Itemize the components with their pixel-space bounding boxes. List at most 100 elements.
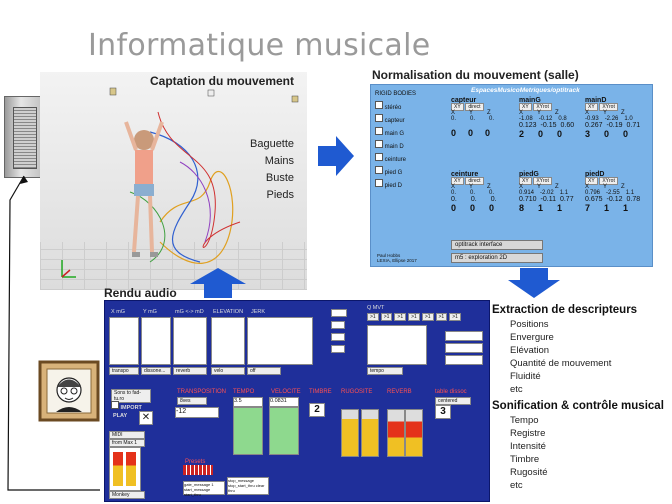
velocite-slider[interactable]	[269, 407, 299, 455]
group-name: mainG	[519, 97, 541, 104]
value: 1	[604, 203, 610, 213]
rigid-body-checkbox[interactable]	[375, 127, 383, 135]
q-button[interactable]: >1	[421, 313, 434, 321]
param-input[interactable]	[331, 321, 345, 329]
preset-message-box[interactable]: gate_message 1 start_message start_thru	[183, 481, 225, 497]
mode-select[interactable]: direct	[465, 103, 484, 111]
value: 0.	[470, 196, 477, 203]
rigid-body-item[interactable]: main G	[375, 127, 406, 140]
reverb-select[interactable]: reverb	[173, 367, 207, 375]
preset-message-box[interactable]: stop_message stop_start_thru clear thru	[227, 477, 269, 495]
rigid-body-checkbox[interactable]	[375, 166, 383, 174]
value: 0.60	[560, 122, 575, 129]
rigid-body-checkbox[interactable]	[375, 179, 383, 187]
mode-select[interactable]: XY	[585, 103, 598, 111]
dissoc-mode-select[interactable]: centered	[435, 397, 471, 405]
q-button[interactable]: >1	[394, 313, 407, 321]
file-select[interactable]: Sons to fad-tu.ro	[111, 389, 151, 403]
param-input[interactable]	[445, 355, 483, 365]
tempo-value[interactable]: 3.5	[233, 397, 263, 407]
param-input[interactable]	[331, 345, 345, 353]
mode-select[interactable]: XYrot	[599, 103, 618, 111]
tempo-slider[interactable]	[233, 407, 263, 455]
x-mg-label: X mG	[111, 309, 126, 315]
jerk-display	[247, 317, 313, 365]
value: 0.77	[559, 196, 574, 203]
rigid-body-item[interactable]: ceinture	[375, 153, 406, 166]
value: 0	[451, 128, 457, 138]
rigid-body-checkbox[interactable]	[375, 101, 383, 109]
mode-select[interactable]: XYrot	[599, 177, 618, 185]
q-button[interactable]: >1	[449, 313, 461, 321]
value: 8	[519, 203, 525, 213]
presets-grid[interactable]	[183, 465, 213, 475]
value: 0.	[451, 196, 457, 203]
mode-select[interactable]: XY	[519, 103, 532, 111]
extraction-item: Envergure	[510, 332, 554, 343]
rigid-body-checkbox[interactable]	[375, 153, 383, 161]
param-input[interactable]	[331, 309, 347, 317]
q-button[interactable]: >1	[380, 313, 393, 321]
arrow-right-icon	[318, 136, 354, 176]
normalisation-subtitle: EspacesMusicoMetriques/optitrack	[471, 87, 580, 94]
mode-select[interactable]: XY	[585, 177, 598, 185]
value: -0.11	[540, 196, 556, 203]
transpo-select[interactable]: transpo	[109, 367, 139, 375]
rugosite-slider[interactable]	[341, 409, 359, 457]
rigid-body-item[interactable]: capteur	[375, 114, 406, 127]
param-input[interactable]	[331, 333, 345, 341]
transpo-mode-select[interactable]: 8ves	[177, 397, 207, 405]
mode-select[interactable]: XY	[451, 103, 464, 111]
mode-select[interactable]: XYrot	[533, 177, 552, 185]
rugosite-volume-slider[interactable]	[361, 409, 379, 457]
import-checkbox[interactable]	[111, 401, 119, 409]
midi-source-select[interactable]: from Max 1	[109, 439, 145, 447]
value: 0.78	[626, 196, 641, 203]
optitrack-interface-button[interactable]: optitrack interface	[451, 240, 543, 250]
q-button[interactable]: >1	[367, 313, 379, 321]
velocite-value[interactable]: 0.0831	[269, 397, 299, 407]
play-toggle[interactable]: ✕	[139, 411, 153, 425]
reverb-volume-slider[interactable]	[405, 409, 423, 457]
param-input[interactable]	[445, 331, 483, 341]
value: 0	[451, 203, 457, 213]
rigid-body-item[interactable]: pied G	[375, 166, 406, 179]
transpo-value[interactable]: -12	[175, 407, 219, 418]
jerk-select[interactable]: off	[247, 367, 281, 375]
y-mg-display	[141, 317, 171, 365]
speaker-grille	[13, 107, 37, 169]
rigid-body-checkbox[interactable]	[375, 140, 383, 148]
q-button[interactable]: >1	[408, 313, 420, 321]
import-row: IMPORT	[111, 401, 142, 411]
mode-exploration-select[interactable]: m5 : exploration 2D	[451, 253, 543, 263]
rigid-body-item[interactable]: main D	[375, 140, 406, 153]
value: 2	[519, 129, 525, 139]
reverb-slider[interactable]	[387, 409, 405, 457]
dissoc-value[interactable]: 3	[435, 405, 451, 419]
arrow-down-icon	[508, 268, 560, 298]
table-dissoc-label: table dissoc	[435, 389, 467, 395]
play-label: PLAY	[113, 413, 128, 419]
param-input[interactable]	[445, 343, 483, 353]
dissonance-select[interactable]: dissone...	[141, 367, 171, 375]
q-button[interactable]: >1	[435, 313, 448, 321]
mode-select[interactable]: XYrot	[533, 103, 552, 111]
value: 7	[585, 203, 591, 213]
mode-select[interactable]: XY	[451, 177, 464, 185]
tempo-select[interactable]: tempo	[367, 367, 403, 375]
mode-select[interactable]: direct	[465, 177, 484, 185]
monkey-select[interactable]: Monkey	[109, 491, 145, 499]
axis-label: Y	[469, 184, 474, 190]
level-bar	[126, 452, 136, 486]
rigid-body-checkbox[interactable]	[375, 114, 383, 122]
velo-select[interactable]: velo	[211, 367, 245, 375]
value: 1	[538, 203, 544, 213]
rigid-body-item[interactable]: pied D	[375, 179, 406, 192]
mode-select[interactable]: XY	[519, 177, 532, 185]
rigid-body-item[interactable]: stéréo	[375, 101, 406, 114]
timbre-value[interactable]: 2	[309, 403, 325, 417]
extraction-list: Positions Envergure Elévation Quantité d…	[510, 318, 672, 396]
midi-select[interactable]: MIDI	[109, 431, 145, 439]
